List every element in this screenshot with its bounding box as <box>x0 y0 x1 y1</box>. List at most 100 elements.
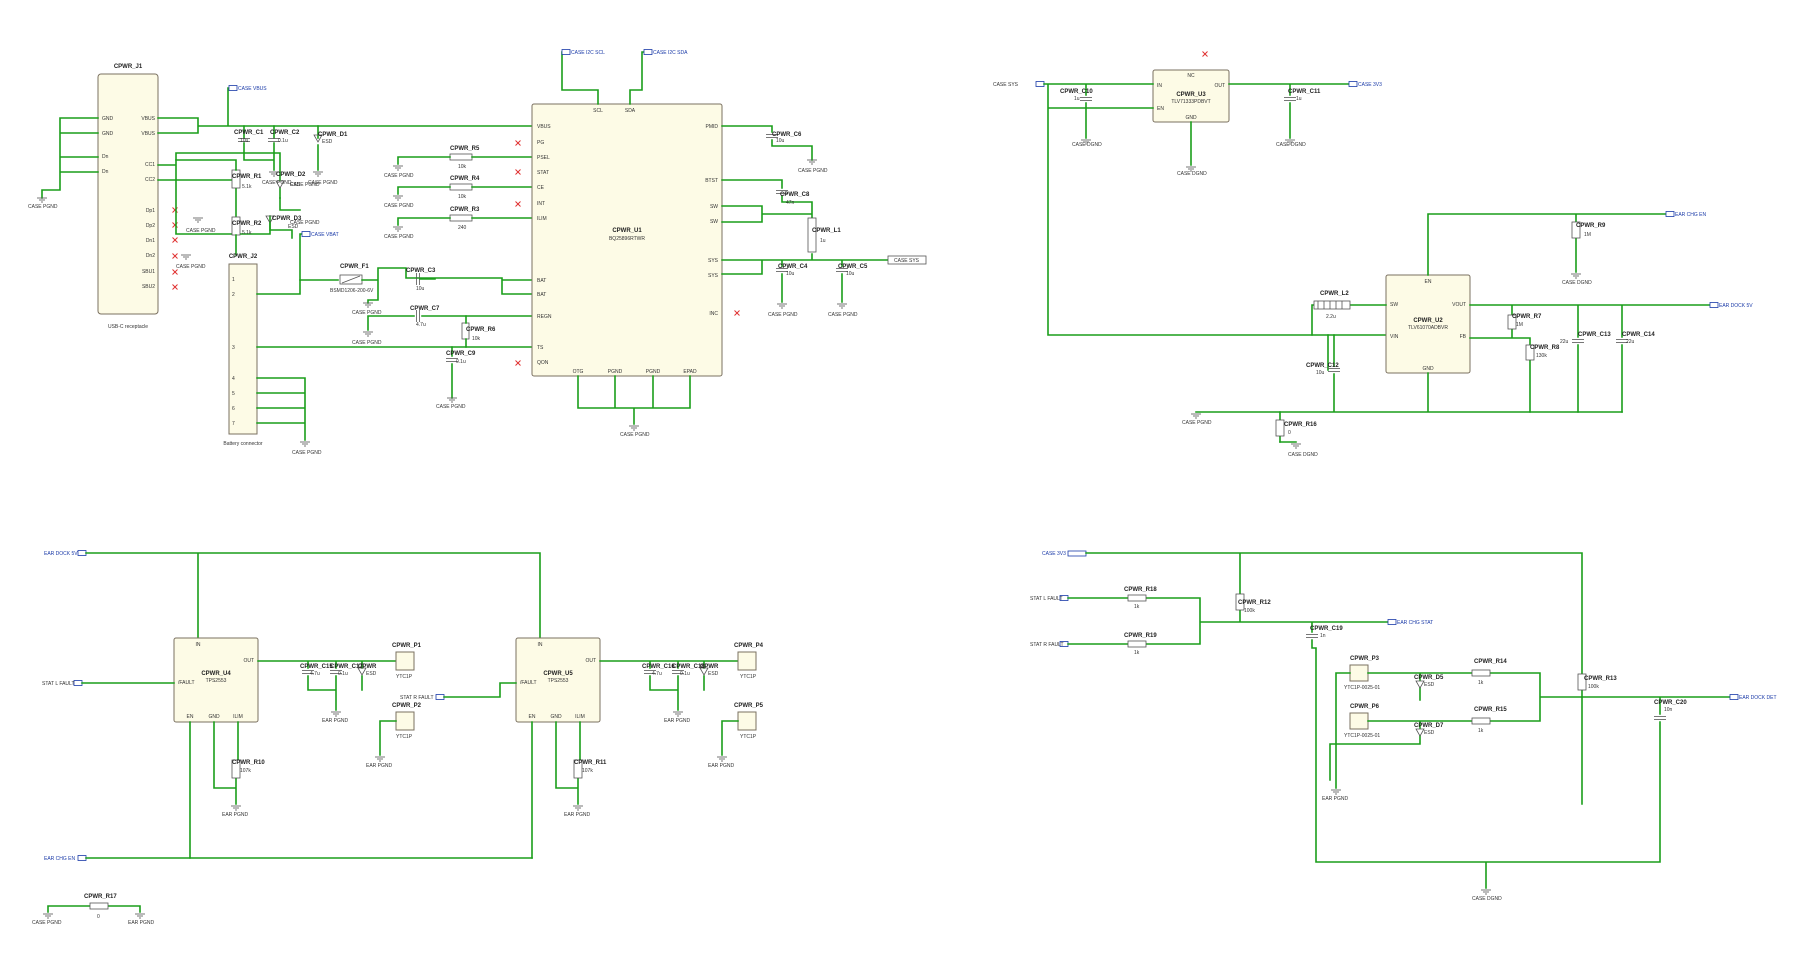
pogo-p6 <box>1349 712 1369 730</box>
switch-right-pin-in: IN <box>538 642 543 648</box>
r17-ref: CPWR_R17 <box>84 894 117 900</box>
p2-gnd-label: EAR PGND <box>366 763 393 769</box>
vbat-port: CASE VBAT <box>299 231 339 281</box>
r14-val: 1k <box>1478 680 1484 686</box>
c1-val: 10u <box>240 138 249 144</box>
i2c-scl-label: CASE I2C SCL <box>571 50 605 56</box>
charger-pin-pgnd-2: PGND <box>646 369 661 375</box>
c5-val: 10u <box>846 271 855 277</box>
c16-val: 4.7u <box>652 671 662 677</box>
c8-ref: CPWR_C8 <box>780 192 810 198</box>
switch-left-pin-gnd: GND <box>208 714 220 720</box>
switch-left-pin-en: EN <box>187 714 194 720</box>
pogo-gnd-label: EAR PGND <box>1322 796 1349 802</box>
p6-val: YTC1P-0025-01 <box>1344 733 1380 739</box>
boost-pin-en: EN <box>1425 279 1432 285</box>
charger-output: CPWR_C6 10u CASE PGND CPWR_C8 47n CPWR_L… <box>721 125 927 318</box>
usb-pin-dp2: Dp2 <box>146 223 155 229</box>
charger-part: BQ25896RTWR <box>609 236 645 242</box>
r5-gnd-label: CASE PGND <box>384 173 414 179</box>
usb-c-receptacle: CPWR_J1 USB-C receptacle GND GND Dn Dn V… <box>28 64 178 330</box>
switch-right-pin-ilim: ILIM <box>575 714 585 720</box>
c6-val: 10u <box>776 138 785 144</box>
switch-left-part: TPS2553 <box>206 678 227 684</box>
switch-right-pin-gnd: GND <box>550 714 562 720</box>
r5-ref: CPWR_R5 <box>450 146 480 152</box>
c19-ref: CPWR_C19 <box>1310 626 1343 632</box>
battery-desc: Battery connector <box>223 441 263 447</box>
p4-val: YTC1P <box>740 674 757 680</box>
r11-ref: CPWR_R11 <box>574 760 607 766</box>
r8-ref: CPWR_R8 <box>1530 345 1560 351</box>
boost-gnd-label: CASE PGND <box>1182 420 1212 426</box>
charger-pin-ce: CE <box>537 185 545 191</box>
charger-pin-sda: SDA <box>625 108 636 114</box>
switch-5v-label: EAR DOCK 5V <box>44 551 78 557</box>
c4-val: 10u <box>786 271 795 277</box>
fuse-gnd-label: CASE PGND <box>352 310 382 316</box>
charger-pin-pg: PG <box>537 140 544 146</box>
c1-ref: CPWR_C1 <box>234 130 264 136</box>
c7-gnd-label: CASE PGND <box>352 340 382 346</box>
l1-val: 1u <box>820 238 826 244</box>
charger-ic: CPWR_U1 BQ25896RTWR VBUS PG PSEL STAT CE… <box>515 49 740 438</box>
fuse-ref: CPWR_F1 <box>340 264 369 270</box>
c20-val: 10n <box>1664 707 1673 713</box>
c8-val: 47n <box>786 200 795 206</box>
battery-gnd-label: CASE PGND <box>292 450 322 456</box>
cc-gnd-label-1: CASE PGND <box>186 228 216 234</box>
c2-val: 0.1u <box>278 138 288 144</box>
charger-pin-qon: QON <box>537 360 549 366</box>
battery-pin-5: 5 <box>232 391 235 397</box>
usb-connector-body <box>97 73 159 315</box>
c7-val: 4.7u <box>416 322 426 328</box>
r17-block: CPWR_R17 0 CASE PGND EAR PGND <box>32 894 155 926</box>
p2-val: YTC1P <box>396 734 413 740</box>
c20-ref: CPWR_C20 <box>1654 700 1687 706</box>
c18-val: 0.1u <box>680 671 690 677</box>
boost-pin-fb: FB <box>1460 334 1467 340</box>
charger-pin-stat: STAT <box>537 170 549 176</box>
usb-ref: CPWR_J1 <box>114 64 143 70</box>
charger-pin-ts: TS <box>537 345 544 351</box>
switch-left-ref: CPWR_U4 <box>201 671 231 677</box>
charger-pin-bat-2: BAT <box>537 292 546 298</box>
r19-val: 1k <box>1134 650 1140 656</box>
r14-ref: CPWR_R14 <box>1474 659 1507 665</box>
r7-ref: CPWR_R7 <box>1512 314 1542 320</box>
usb-pin-sbu1: SBU1 <box>142 269 155 275</box>
case-vbus-label: CASE VBUS <box>238 86 267 92</box>
pogo-p3 <box>1349 664 1369 682</box>
switch-right-esd-ref: CPWR <box>700 664 719 670</box>
d2-ref: CPWR_D2 <box>276 172 306 178</box>
ldo-block: CASE SYS CPWR_U3 TLV71333PDBVT IN EN OUT… <box>993 51 1389 336</box>
c15-ref: CPWR_C15 <box>300 664 333 670</box>
r18-val: 1k <box>1134 604 1140 610</box>
p3-val: YTC1P-0025-01 <box>1344 685 1380 691</box>
charger-pin-sw-1: SW <box>710 204 718 210</box>
c17-val: 0.1u <box>338 671 348 677</box>
fuse-block: CPWR_F1 BSMD1206-200-6V CPWR_C3 10u CASE… <box>330 264 533 410</box>
c13-val: 22u <box>1560 339 1569 345</box>
switch-left-esd-ref: CPWR <box>358 664 377 670</box>
usb-pin-vbus-1: VBUS <box>141 116 155 122</box>
c11-gnd-label: CASE DGND <box>1276 142 1306 148</box>
r16-val: 0 <box>1288 430 1291 436</box>
d7-ref: CPWR_D7 <box>1414 723 1444 729</box>
r15-val: 1k <box>1478 728 1484 734</box>
r16-ref: CPWR_R16 <box>1284 422 1317 428</box>
r13-val: 100k <box>1588 684 1599 690</box>
c17-gnd-label: EAR PGND <box>322 718 349 724</box>
r16-gnd-label: CASE DGND <box>1288 452 1318 458</box>
ldo-ref: CPWR_U3 <box>1176 92 1206 98</box>
charger-pin-sw-2: SW <box>710 219 718 225</box>
boost-pin-sw: SW <box>1390 302 1398 308</box>
r13-ref: CPWR_R13 <box>1584 676 1617 682</box>
status-chg-stat-label: EAR CHG STAT <box>1397 620 1433 626</box>
l2-ref: CPWR_L2 <box>1320 291 1349 297</box>
r6-ref: CPWR_R6 <box>466 327 496 333</box>
c9-val: 0.1u <box>456 359 466 365</box>
d3-val: ESD <box>288 224 299 230</box>
ldo-pin-gnd: GND <box>1185 115 1197 121</box>
